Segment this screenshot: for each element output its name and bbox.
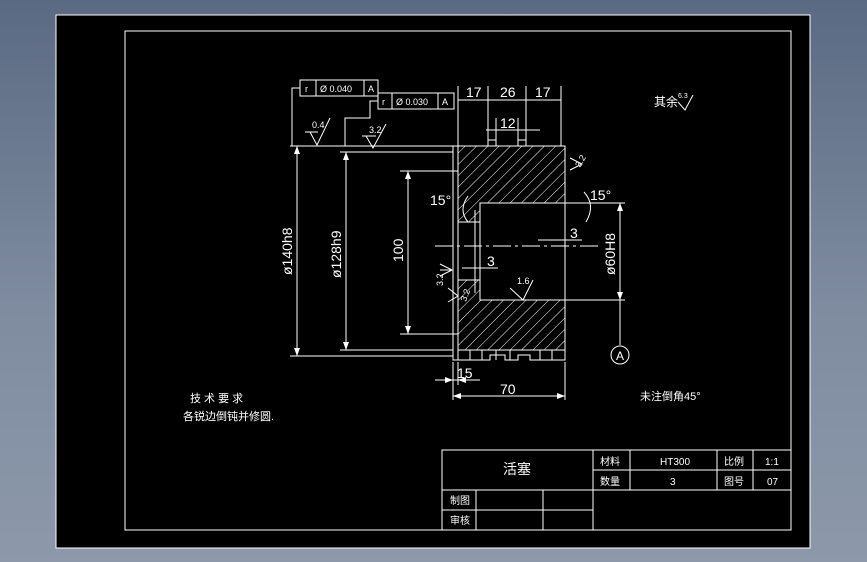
roughness-32-top-symbol bbox=[362, 123, 387, 150]
part-left-step bbox=[452, 146, 459, 360]
roughness-16-text: 1.6 bbox=[517, 276, 530, 286]
dim-text-60: ø60H8 bbox=[602, 233, 618, 275]
dim-text-26: 26 bbox=[500, 84, 516, 100]
chamfer-text-left: 3 bbox=[487, 253, 495, 269]
roughness-right-symbol bbox=[569, 157, 584, 171]
angle-arc-right bbox=[583, 191, 591, 223]
drawing-no-label: 图号 bbox=[724, 476, 744, 488]
dim-text-17-right: 17 bbox=[535, 84, 551, 100]
chamfer-text-right: 3 bbox=[570, 225, 578, 241]
roughness-other-label: 其余 bbox=[654, 94, 678, 109]
roughness-16-symbol bbox=[509, 279, 534, 301]
tech-requirements-body: 各锐边倒钝并修圆. bbox=[183, 409, 274, 423]
tol1-value: Ø 0.040 bbox=[320, 84, 352, 94]
dim-text-17-left: 17 bbox=[466, 84, 482, 100]
roughness-04-symbol bbox=[305, 117, 331, 147]
roughness-32-left-b-text: 3.2 bbox=[458, 288, 472, 303]
roughness-other-value: 6.3 bbox=[678, 93, 688, 100]
datum-circle bbox=[610, 345, 630, 365]
dim-text-15: 15 bbox=[457, 365, 473, 381]
scale-value: 1:1 bbox=[765, 457, 779, 468]
roughness-32-left-b-symbol bbox=[447, 287, 459, 303]
roughness-04-text: 0.4 bbox=[312, 120, 325, 130]
roughness-other-symbol bbox=[677, 94, 694, 111]
material-value: HT300 bbox=[660, 457, 690, 468]
dim-text-100: 100 bbox=[390, 238, 406, 262]
checked-by-label: 审核 bbox=[450, 514, 470, 527]
angle-text-right: 15° bbox=[590, 187, 611, 203]
bottom-grooves bbox=[469, 350, 553, 360]
dim-text-12: 12 bbox=[500, 115, 516, 131]
angle-arc-left bbox=[462, 195, 469, 223]
roughness-32-top-text: 3.2 bbox=[369, 125, 382, 135]
quantity-label: 数量 bbox=[600, 475, 620, 488]
tol2-symbol: r bbox=[382, 97, 385, 107]
tol1-symbol: r bbox=[305, 84, 308, 94]
drawing-no-value: 07 bbox=[767, 477, 779, 488]
part-name: 活塞 bbox=[503, 461, 531, 477]
tol1-leader bbox=[291, 87, 300, 146]
tol2-leader bbox=[344, 100, 378, 146]
tech-requirements-title: 技 术 要 求 bbox=[190, 392, 243, 405]
drawing-sheet bbox=[55, 14, 811, 549]
material-label: 材料 bbox=[600, 455, 620, 468]
roughness-32-left-a-symbol bbox=[439, 263, 454, 277]
tol2-value: Ø 0.030 bbox=[396, 97, 428, 107]
tol1-datum: A bbox=[368, 84, 374, 94]
tol2-datum: A bbox=[442, 97, 448, 107]
dim-text-128: ø128h9 bbox=[328, 230, 344, 278]
drawn-by-label: 制图 bbox=[450, 494, 470, 507]
angle-text-left: 15° bbox=[430, 192, 451, 208]
datum-label: A bbox=[616, 349, 624, 363]
dim-text-70: 70 bbox=[500, 381, 516, 397]
roughness-32-left-a-text: 3.2 bbox=[435, 273, 445, 286]
arrowheads bbox=[294, 146, 623, 399]
quantity-value: 3 bbox=[670, 477, 676, 488]
scale-label: 比例 bbox=[724, 455, 744, 468]
part-outline bbox=[452, 139, 566, 361]
chamfer-note: 未注倒角45° bbox=[640, 389, 701, 403]
dim-text-140: ø140h8 bbox=[279, 227, 295, 275]
